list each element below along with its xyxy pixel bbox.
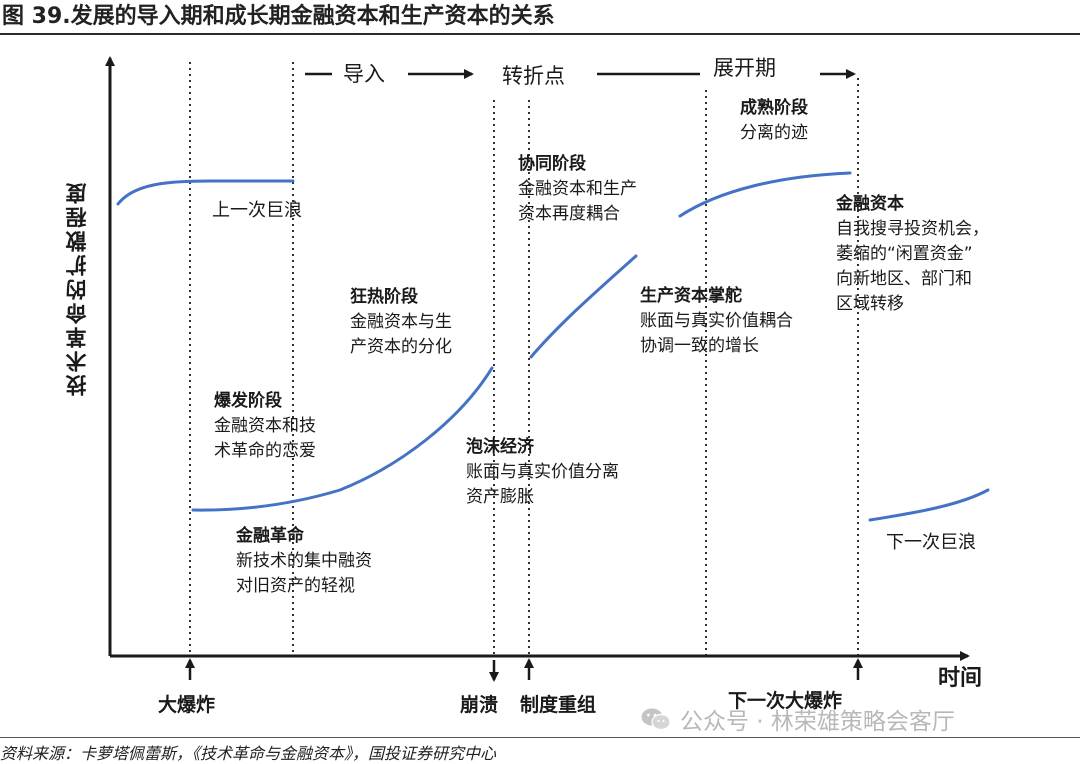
curve-next-wave (868, 488, 990, 522)
stage-frenzy-heading: 狂热阶段 (350, 287, 418, 307)
source-rule (0, 737, 1080, 738)
stage-synergy-heading: 协同阶段 (518, 154, 586, 174)
stage-frenzy-line: 金融资本与生 (350, 312, 452, 332)
event-label-collapse: 崩溃 (460, 694, 499, 716)
stage-bubble: 泡沫经济 账面与真实价值分离 资产膨胀 (466, 435, 619, 510)
stage-production-capital-heading: 生产资本掌舵 (640, 286, 742, 306)
stage-production-capital-line: 账面与真实价值耦合 (640, 311, 793, 331)
stage-financial-capital-line: 萎缩的“闲置资金” (836, 244, 973, 264)
stage-eruption-line: 金融资本和技 (214, 416, 316, 436)
stage-financial-capital-line: 自我搜寻投资机会， (836, 219, 989, 239)
watermark-text: 公众号 · 林荣雄策略会客厅 (680, 709, 955, 735)
stage-frenzy: 狂热阶段 金融资本与生 产资本的分化 (350, 285, 452, 360)
x-axis-label: 时间 (938, 666, 983, 691)
stage-maturity: 成熟阶段 分离的迹 (740, 96, 808, 146)
label-next-wave: 下一次巨浪 (886, 532, 976, 553)
stage-production-capital: 生产资本掌舵 账面与真实价值耦合 协调一致的增长 (640, 284, 793, 359)
wechat-icon (641, 708, 671, 731)
stage-synergy: 协同阶段 金融资本和生产 资本再度耦合 (518, 152, 637, 227)
event-label-next-big-bang: 下一次大爆炸 (728, 690, 843, 712)
stage-eruption-line: 术革命的恋爱 (214, 441, 316, 461)
title-rule (0, 33, 1080, 35)
curve-deployment-top (678, 171, 852, 218)
stage-bubble-line: 账面与真实价值分离 (466, 462, 619, 482)
stage-financial-revolution-line: 新技术的集中融资 (236, 551, 372, 571)
label-previous-wave: 上一次巨浪 (212, 200, 302, 221)
stage-financial-revolution: 金融革命 新技术的集中融资 对旧资产的轻视 (236, 524, 372, 599)
stage-production-capital-line: 协调一致的增长 (640, 336, 759, 356)
stage-bubble-line: 资产膨胀 (466, 487, 534, 507)
stage-financial-capital-line: 向新地区、部门和 (836, 269, 972, 289)
stage-financial-revolution-heading: 金融革命 (236, 526, 304, 546)
curve-installation (191, 366, 494, 512)
stage-maturity-line: 分离的迹 (740, 123, 808, 143)
stage-eruption: 爆发阶段 金融资本和技 术革命的恋爱 (214, 389, 316, 464)
stage-frenzy-line: 产资本的分化 (350, 337, 452, 357)
curve-deployment-rise (529, 254, 638, 359)
source-note: 资料来源：卡萝塔佩蕾斯，《技术革命与金融资本》，国投证券研究中心 (0, 744, 497, 763)
stage-financial-capital-line: 区域转移 (836, 294, 904, 314)
stage-financial-revolution-line: 对旧资产的轻视 (236, 576, 355, 596)
phase-label-deployment: 展开期 (713, 56, 776, 80)
phase-label-turning-point: 转折点 (502, 64, 565, 88)
stage-eruption-heading: 爆发阶段 (214, 391, 282, 411)
y-axis-label: 技术革命的扩散程度 (65, 180, 89, 396)
phase-label-intro: 导入 (343, 62, 385, 86)
stage-maturity-heading: 成熟阶段 (740, 98, 808, 118)
stage-financial-capital: 金融资本 自我搜寻投资机会， 萎缩的“闲置资金” 向新地区、部门和 区域转移 (836, 192, 989, 317)
stage-synergy-line: 资本再度耦合 (518, 204, 620, 224)
figure-title: 图 39.发展的导入期和成长期金融资本和生产资本的关系 (2, 4, 555, 29)
stage-synergy-line: 金融资本和生产 (518, 179, 637, 199)
event-label-restructure: 制度重组 (520, 694, 597, 716)
event-label-big-bang: 大爆炸 (158, 694, 216, 716)
stage-bubble-heading: 泡沫经济 (466, 437, 534, 457)
stage-financial-capital-heading: 金融资本 (836, 194, 904, 214)
curve-previous-wave (116, 179, 295, 206)
watermark: 公众号 · 林荣雄策略会客厅 (640, 702, 955, 736)
